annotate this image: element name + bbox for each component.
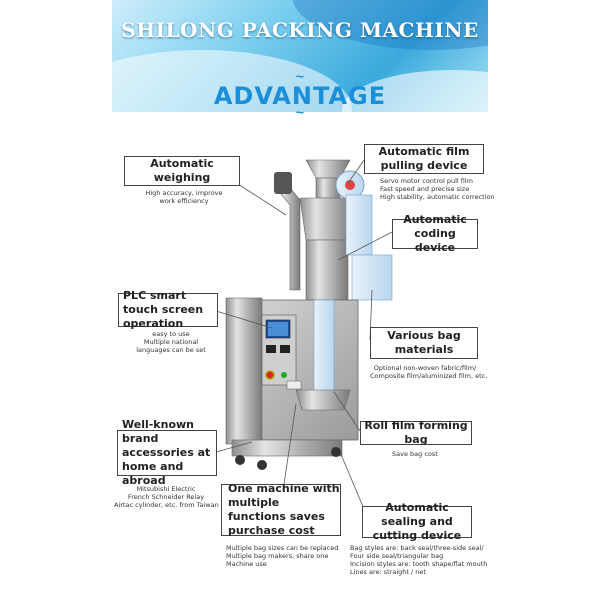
tilde-top: ~ xyxy=(295,68,305,84)
header-banner xyxy=(112,0,488,112)
feature-roll-film-forming: Roll film forming bag xyxy=(360,419,472,446)
feature-one-machine-multiple-functions: One machine with multiple functions save… xyxy=(221,482,341,537)
feature-various-bag-materials: Various bag materials xyxy=(370,327,478,359)
feature-plc-touch-screen: PLC smart touch screen operation xyxy=(118,289,218,330)
feature-automatic-sealing-cutting: Automatic sealing and cutting device xyxy=(362,501,472,542)
feature-well-known-brand: Well-known brand accessories at home and… xyxy=(117,418,217,487)
feature-sealing-desc: Bag styles are: back seal/three-side sea… xyxy=(350,544,488,576)
tilde-bottom: ~ xyxy=(295,104,305,120)
feature-automatic-weighing: Automatic weighing xyxy=(124,156,240,186)
feature-roll-film-desc: Save bag cost xyxy=(392,450,438,458)
advantage-heading: ADVANTAGE xyxy=(213,82,387,110)
feature-bag-materials-desc: Optional non-woven fabric/film/Composite… xyxy=(370,364,488,380)
page-title: SHILONG PACKING MACHINE xyxy=(121,18,479,42)
feature-automatic-coding: Automatic coding device xyxy=(392,213,478,254)
feature-automatic-film-pulling: Automatic film pulling device xyxy=(364,144,484,174)
